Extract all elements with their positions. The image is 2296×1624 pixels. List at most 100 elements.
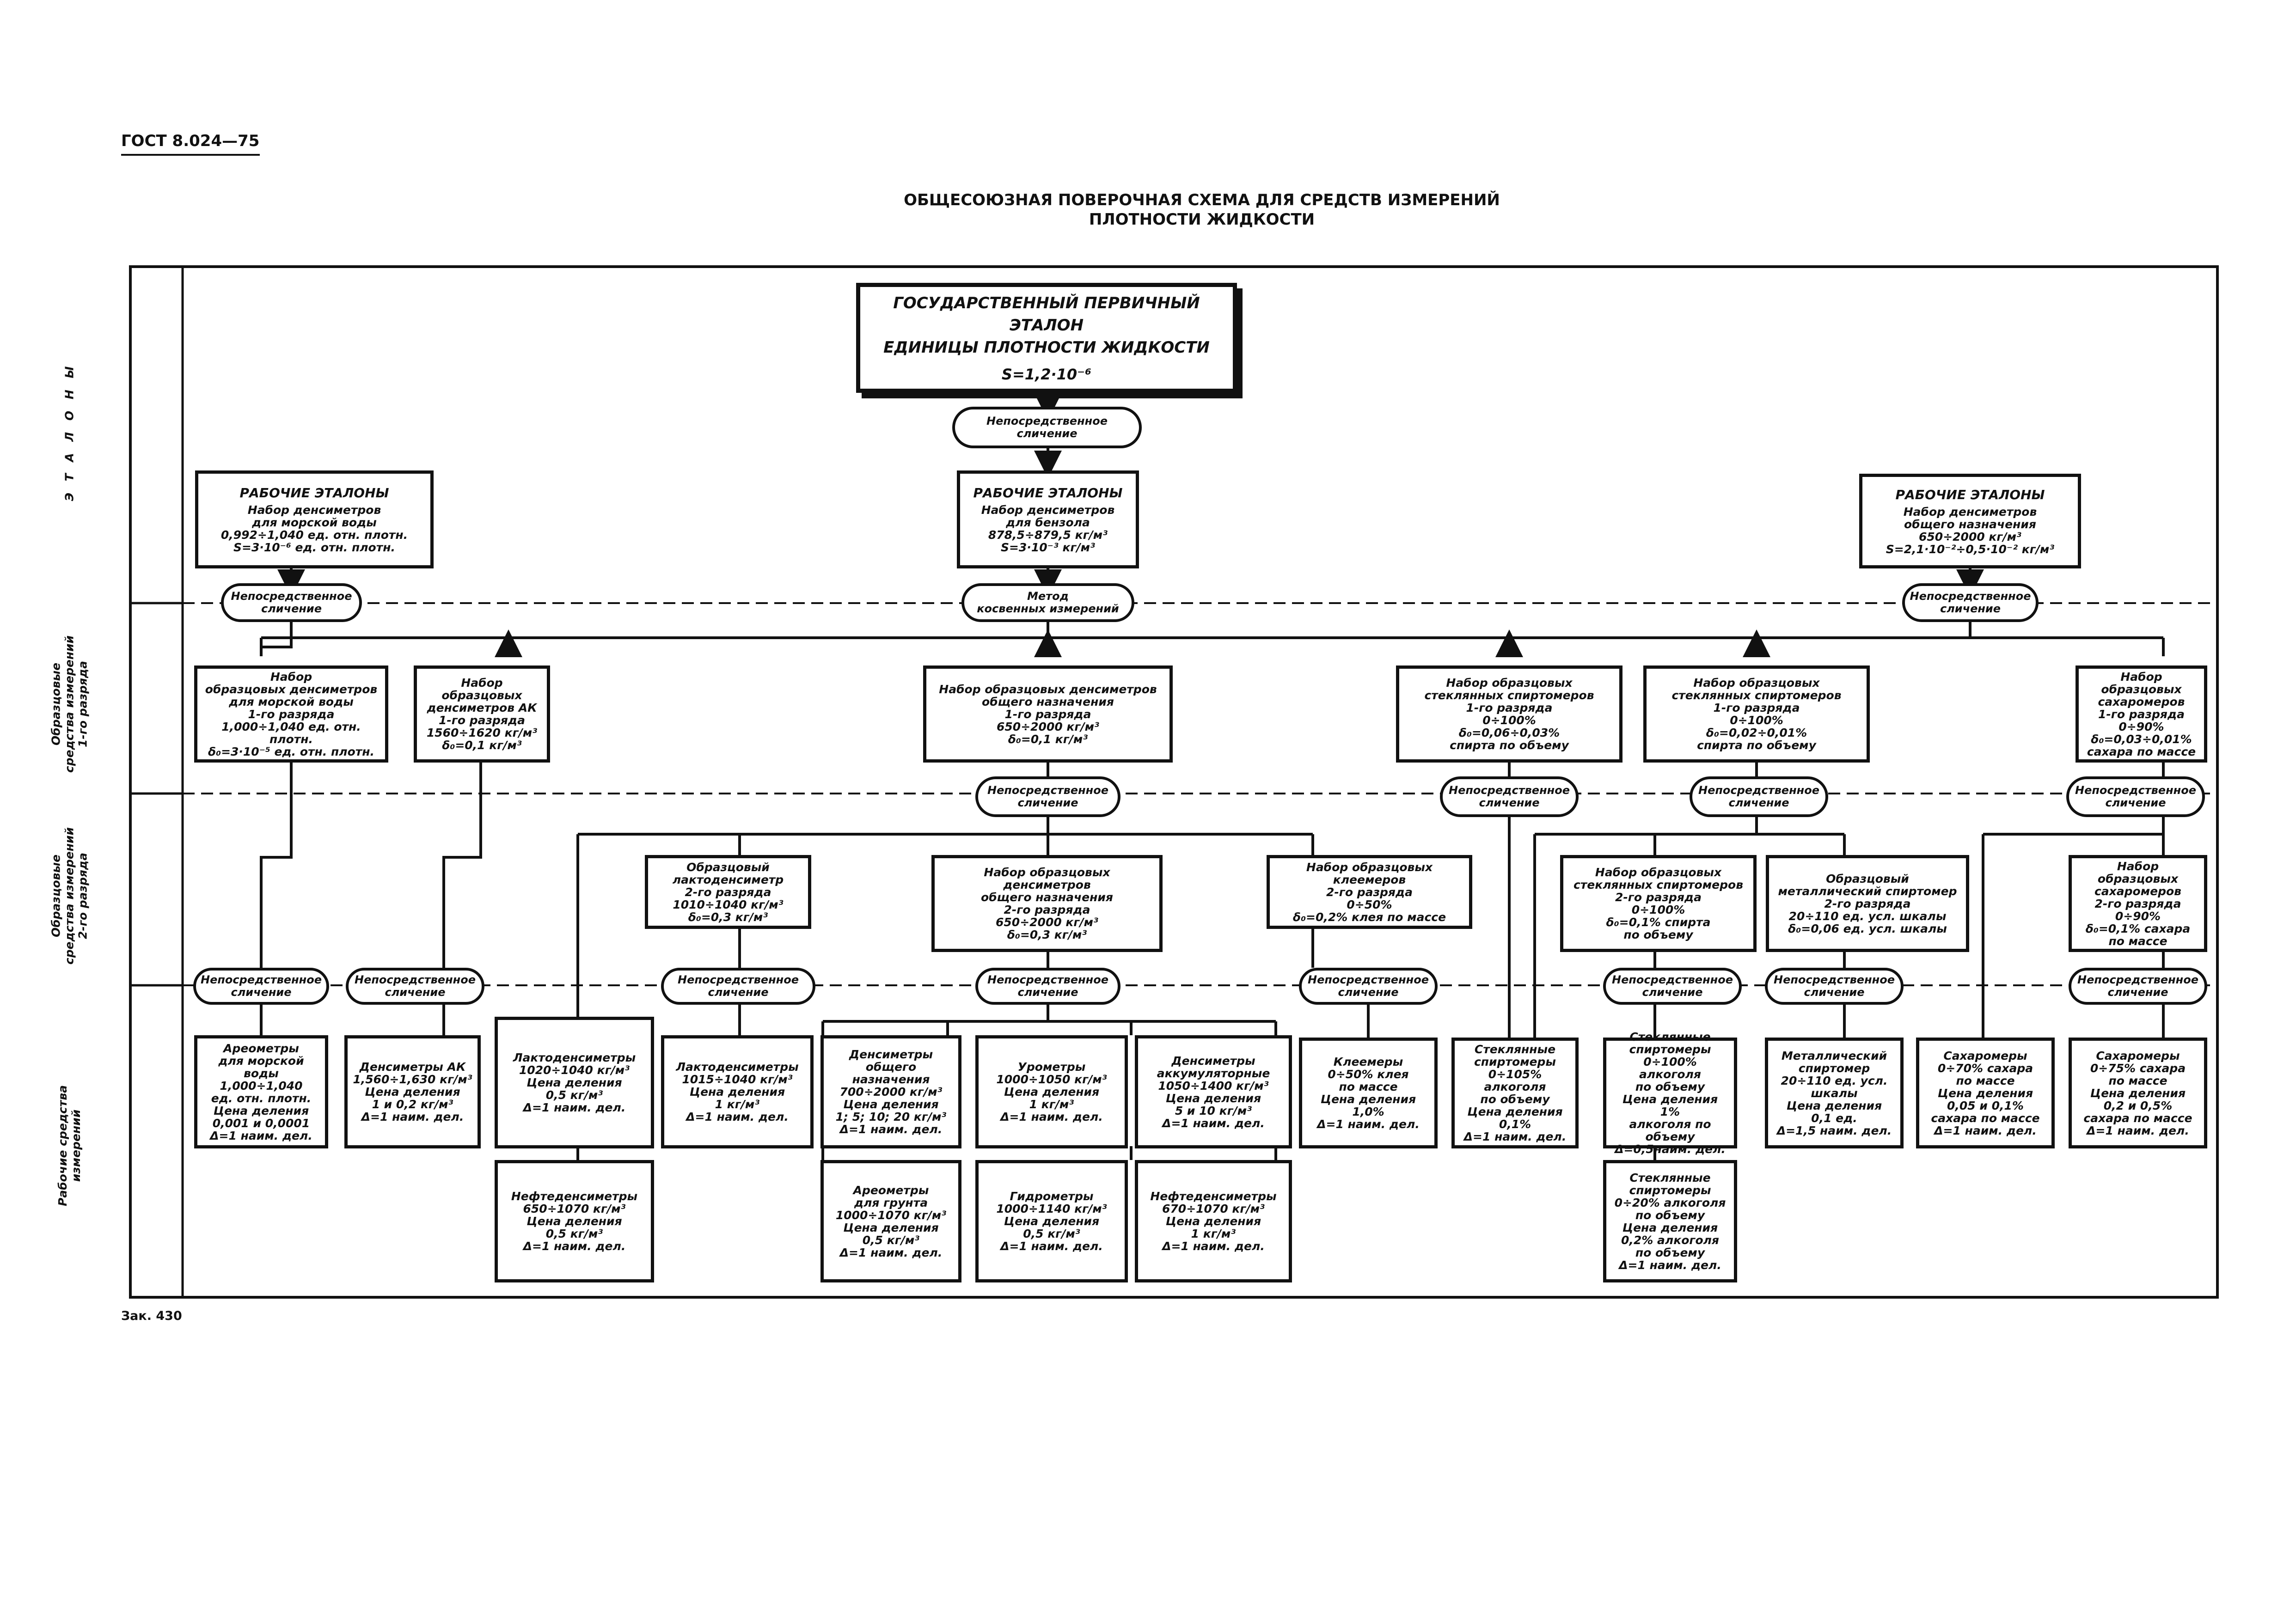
- box-line: 0,5 кг/м³: [545, 1088, 603, 1102]
- box-line: Δ=1 наим. дел.: [1317, 1117, 1420, 1131]
- box-line: для бензола: [1006, 516, 1090, 529]
- box-line: δ₀=0,1 кг/м³: [442, 739, 522, 752]
- box-line: общего назначения: [982, 695, 1114, 708]
- box-line: Набор: [270, 670, 312, 684]
- box-line: 1; 5; 10; 20 кг/м³: [835, 1110, 947, 1123]
- box-line: Лактоденсиметры: [676, 1060, 799, 1074]
- oval-label: Непосредственное: [200, 973, 322, 986]
- oval-label: Непосредственное: [1773, 973, 1895, 986]
- box-line: Нефтеденсиметры: [1150, 1190, 1277, 1203]
- box-line: 0,05 и 0,1%: [1947, 1099, 2024, 1112]
- box-line: 1 кг/м³: [1191, 1227, 1236, 1240]
- box-line: Цена деления: [1004, 1085, 1100, 1099]
- box-line: Нефтеденсиметры: [511, 1190, 638, 1203]
- box-line: по объему: [1480, 1093, 1550, 1106]
- box-line: Стеклянные: [1474, 1043, 1556, 1056]
- box-line: Набор образцовых: [1595, 866, 1722, 879]
- row-label-level1-line: 1-го разряда: [76, 661, 90, 748]
- box-line: Цена деления: [1004, 1215, 1100, 1228]
- working-instrument-box: Нефтеденсиметры 670÷1070 кг/м³ Цена деле…: [1135, 1160, 1292, 1282]
- box-line: Денсиметры: [1171, 1054, 1255, 1068]
- level1-box: Набор образцовых стеклянных спиртомеров …: [1643, 665, 1870, 763]
- box-line: 1560÷1620 кг/м³: [426, 726, 538, 739]
- box-line: 2-го разряда: [1615, 891, 1702, 904]
- box-line: Цена деления: [1165, 1091, 1261, 1105]
- box-line: Набор денсиметров: [1903, 505, 2037, 519]
- working-instrument-box: Лактоденсиметры 1020÷1040 кг/м³ Цена дел…: [495, 1017, 654, 1148]
- box-line: общего назначения: [1904, 517, 2036, 531]
- box-line: δ₀=3·10⁻⁵ ед. отн. плотн.: [208, 745, 375, 758]
- box-line: δ₀=0,1% спирта: [1606, 916, 1711, 929]
- oval-label: Непосредственное: [987, 784, 1109, 797]
- box-line: 0÷90%: [2118, 720, 2164, 733]
- box-line: Денсиметры: [849, 1048, 933, 1061]
- box-line: 0÷90%: [2115, 909, 2161, 923]
- box-line: 20÷110 ед. усл. шкалы: [1788, 909, 1947, 923]
- box-line: 0÷75% сахара: [2090, 1061, 2186, 1075]
- box-line: Цена деления: [843, 1221, 939, 1234]
- working-instrument-box: Клеемеры 0÷50% клея по массе Цена делени…: [1299, 1038, 1438, 1148]
- order-note: Зак. 430: [121, 1309, 182, 1323]
- box-line: Сахаромеры: [2096, 1049, 2180, 1062]
- box-line: 0,5 кг/м³: [862, 1233, 920, 1247]
- box-line: Набор образцовых: [441, 676, 522, 702]
- box-line: 700÷2000 кг/м³: [839, 1085, 943, 1099]
- box-title: РАБОЧИЕ ЭТАЛОНЫ: [1895, 487, 2045, 502]
- box-line: Δ=1 наим. дел.: [839, 1245, 943, 1259]
- box-line: 0,2% алкоголя: [1621, 1233, 1719, 1247]
- oval-label: Непосредственное: [2075, 784, 2197, 797]
- indirect-method-oval: Метод косвенных измерений: [961, 583, 1134, 622]
- box-line: Урометры: [1017, 1060, 1086, 1074]
- box-line: ед. отн. плотн.: [211, 1091, 312, 1105]
- box-line: δ₀=0,06÷0,03%: [1458, 726, 1560, 739]
- box-line: 0,2 и 0,5%: [2103, 1099, 2173, 1112]
- box-line: Набор образцовых: [2101, 670, 2182, 696]
- box-line: Δ=1 наим. дел.: [686, 1110, 789, 1123]
- box-line: для морской воды: [229, 695, 354, 708]
- box-line: Металлический: [1781, 1049, 1887, 1062]
- box-line: алкоголя по объему: [1629, 1117, 1711, 1143]
- box-line: Набор образцовых: [2097, 859, 2179, 885]
- row-label-level2-line: Образцовые: [49, 854, 63, 938]
- box-line: шкалы: [1811, 1086, 1858, 1100]
- box-line: 650÷2000 кг/м³: [997, 720, 1099, 733]
- box-line: 5 и 10 кг/м³: [1175, 1104, 1252, 1117]
- box-line: по объему: [1635, 1208, 1705, 1222]
- box-line: Δ=1 наим. дел.: [1934, 1123, 2037, 1137]
- box-line: денсиметров АК: [427, 701, 537, 714]
- box-line: Δ=1 наим. дел.: [523, 1239, 626, 1253]
- box-line: по массе: [1339, 1080, 1398, 1093]
- box-line: 1 кг/м³: [715, 1098, 760, 1111]
- box-line: образцовых денсиметров: [205, 682, 378, 696]
- box-line: спирта по объему: [1450, 739, 1569, 752]
- box-line: 0÷70% сахара: [1937, 1061, 2033, 1075]
- box-line: Набор денсиметров: [981, 503, 1115, 517]
- row-label-etalony: Э Т А Л О Н Ы: [62, 362, 76, 501]
- oval-label: Непосредственное: [986, 415, 1108, 427]
- box-line: сахара по массе: [1931, 1111, 2040, 1125]
- primary-etalon-unit: ЕДИНИЦЫ ПЛОТНОСТИ ЖИДКОСТИ: [883, 338, 1210, 357]
- oval-label: сличение: [1804, 986, 1865, 999]
- box-line: δ₀=0,03÷0,01%: [2091, 732, 2192, 746]
- oval-label: Непосредственное: [677, 973, 799, 986]
- box-line: δ₀=0,3 кг/м³: [1007, 928, 1087, 941]
- box-line: Δ=1 наим. дел.: [1619, 1258, 1721, 1272]
- row-label-level2-line: 2-го разряда: [76, 853, 90, 940]
- box-line: 1-го разряда: [1713, 701, 1800, 714]
- box-line: 0,1%: [1499, 1117, 1531, 1131]
- box-line: общего назначения: [852, 1060, 930, 1086]
- box-line: Δ=1 наим. дел.: [523, 1101, 626, 1114]
- box-line: Набор образцовых клеемеров: [1306, 860, 1433, 886]
- box-line: Цена деления: [843, 1098, 939, 1111]
- oval-label: Непосредственное: [354, 973, 476, 986]
- box-line: 878,5÷879,5 кг/м³: [988, 528, 1108, 542]
- oval-label: сличение: [2105, 796, 2166, 809]
- comparison-oval: Непосредственное сличение: [221, 583, 362, 622]
- connector: [261, 622, 293, 648]
- oval-label: Непосредственное: [1307, 973, 1429, 986]
- box-line: 2-го разряда: [685, 885, 771, 899]
- box-line: Δ=1 наим. дел.: [1162, 1116, 1265, 1130]
- box-line: Ареометры: [223, 1041, 299, 1055]
- box-line: спиртомер: [1798, 1061, 1870, 1075]
- oval-label: Непосредственное: [231, 590, 352, 603]
